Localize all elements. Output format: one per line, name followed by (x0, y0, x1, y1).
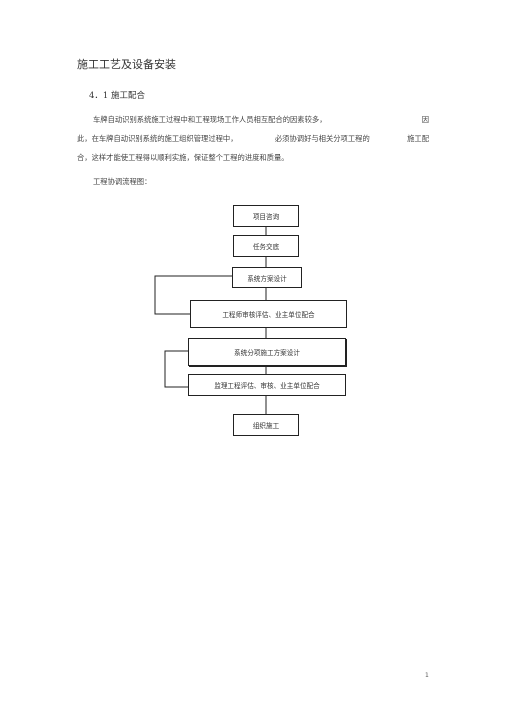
body-paragraph: 车牌自动识别系统施工过程中和工程现场工作人员相互配合的因素较多， 因 此，在车牌… (77, 110, 429, 167)
flow-step-engineer-review: 工程师审核评估、业主单位配合 (190, 300, 347, 328)
flowchart-label: 工程协调流程图： (93, 177, 152, 186)
paragraph-line-1-part-2: 因 (421, 115, 429, 124)
page-number: 1 (425, 672, 429, 679)
paragraph-line-2-part-3: 施工配 (407, 134, 429, 143)
feedback-loop-supervision (164, 350, 188, 388)
flow-step-supervision-review: 监理工程评估、审核、业主单位配合 (188, 374, 346, 396)
paragraph-line-3: 合，这样才能使工程得以顺利实施，保证整个工程的进度和质量。 (77, 148, 429, 167)
paragraph-line-2: 此，在车牌自动识别系统的施工组织管理过程中， 必须协调好与相关分项工程的 施工配 (77, 129, 429, 148)
paragraph-line-3-part-1: 合，这样才能使工程得以顺利实施，保证整个工程的进度和质量。 (77, 153, 289, 162)
flow-step-project-consultation: 项目咨询 (233, 205, 299, 227)
section-heading: 4．1 施工配合 (89, 91, 146, 101)
paragraph-line-2-part-1: 此，在车牌自动识别系统的施工组织管理过程中， (77, 134, 238, 143)
flow-step-subitem-construction-design: 系统分项施工方案设计 (188, 338, 346, 366)
paragraph-line-1: 车牌自动识别系统施工过程中和工程现场工作人员相互配合的因素较多， 因 (77, 110, 429, 129)
paragraph-line-2-part-2: 必须协调好与相关分项工程的 (274, 134, 370, 143)
paragraph-line-1-part-1: 车牌自动识别系统施工过程中和工程现场工作人员相互配合的因素较多， (93, 115, 327, 124)
flow-step-organize-construction: 组织施工 (233, 414, 299, 436)
document-title: 施工工艺及设备安装 (77, 58, 176, 71)
flow-step-system-design: 系统方案设计 (232, 267, 302, 288)
flow-step-task-briefing: 任务交底 (233, 235, 299, 257)
